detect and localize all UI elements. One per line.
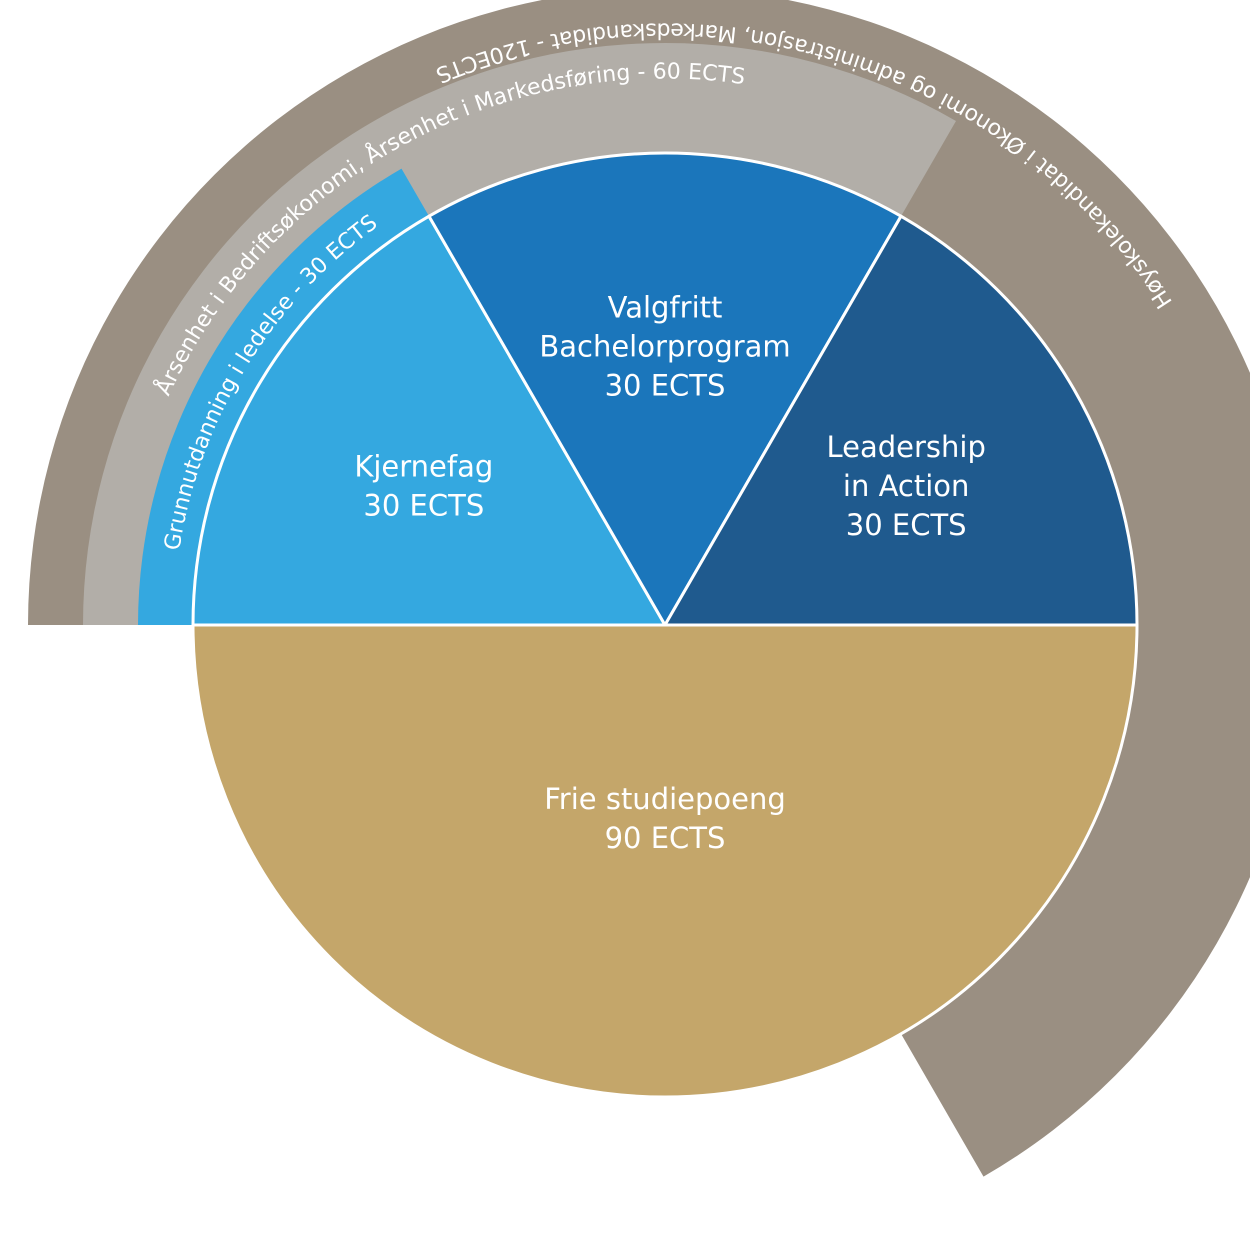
slices-layer	[191, 151, 1139, 1099]
pie-slice-2	[663, 214, 1139, 627]
pie-slice-0	[191, 214, 667, 627]
pie-slice-1	[427, 151, 903, 627]
pie-slice-3	[191, 623, 1139, 1099]
